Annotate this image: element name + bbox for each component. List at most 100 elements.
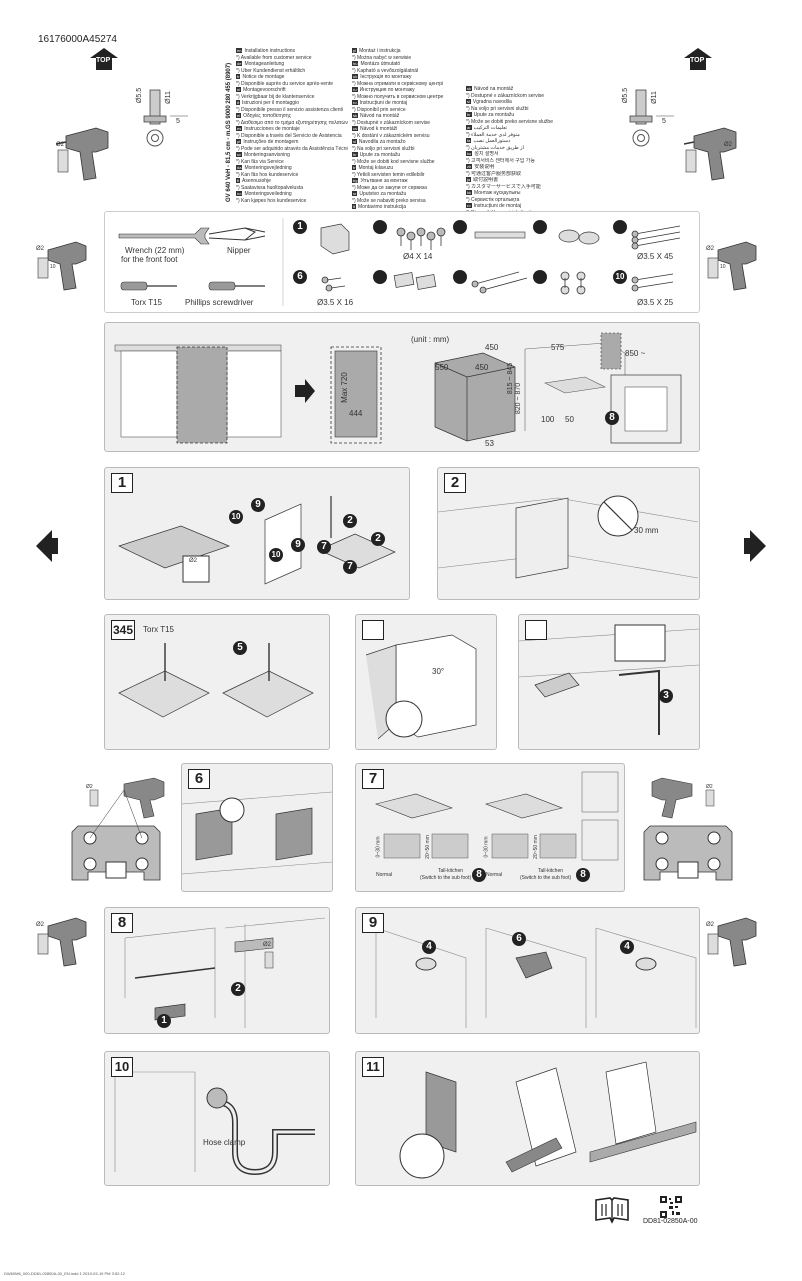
overview-d450a: 450 — [485, 343, 499, 352]
dim-d11-right: Ø11 — [650, 91, 658, 104]
overview-panel: Max 720 444 (unit : mm) 450 575 550 450 … — [104, 322, 700, 452]
language-note-hu: *) Kapható a vevőszolgálatnál — [352, 67, 419, 74]
step1-badge-7b: 7 — [343, 560, 357, 574]
part-badge-blank-g — [533, 270, 547, 284]
tool-wrench-label: Wrench (22 mm) — [125, 246, 185, 255]
step-345-number: 345 — [111, 620, 136, 640]
language-code-badge: bg — [352, 178, 359, 184]
language-code-badge: da — [236, 165, 243, 171]
overview-d450b: 450 — [475, 363, 489, 372]
language-note-ru: *) Можно получить в сервисном центре — [352, 93, 444, 100]
step7-2050-b: 20~50 mm — [532, 835, 539, 859]
language-code-badge: sr — [352, 191, 358, 197]
language-code-badge: es — [236, 126, 243, 132]
step-6-panel: 6 — [181, 763, 333, 892]
language-note-ar: *) متوفر لدى خدمة العملاء — [466, 131, 520, 138]
step-10-panel: 10 Hose clamp — [104, 1051, 330, 1186]
step-8-number: 8 — [111, 913, 133, 933]
language-title-text: 安装说明 — [474, 164, 495, 170]
language-title-text: Montaż i instrukcja — [359, 48, 401, 54]
top-label-right: TOP — [690, 57, 705, 64]
language-code-badge: sl — [352, 139, 357, 145]
language-note-en: *) Available from customer service — [236, 54, 312, 61]
language-note-sk: *) Dostupné v zákazníckom servise — [352, 119, 431, 126]
step-trim-panel: 3 — [518, 614, 700, 750]
overview-max720: Max 720 — [339, 372, 349, 403]
language-note-sr: *) Može se nabaviti preko servisa — [352, 197, 426, 204]
language-title-text: Monteringsvejledning — [244, 165, 292, 171]
overview-h815: 815 ~ 845 — [507, 362, 515, 395]
language-code-badge: hr — [352, 152, 358, 158]
step345-torx: Torx T15 — [143, 625, 174, 634]
language-code-badge: hr — [466, 112, 472, 118]
next-page-arrow[interactable] — [744, 530, 766, 562]
step1-badge-9b: 9 — [291, 538, 305, 552]
language-note-hr: *) Može se dobiti kod servisne službe — [352, 158, 435, 165]
language-title-text: Montagevoorschrift — [243, 87, 286, 93]
step-345-panel: 345 Torx T15 5 — [104, 614, 330, 750]
step7-badge-8a: 8 — [472, 868, 486, 882]
manual-book-icon — [594, 1196, 630, 1224]
language-title-text: 설치 설명서 — [474, 151, 499, 157]
qr-code-icon — [660, 1196, 682, 1218]
step9-badge-6: 6 — [512, 932, 526, 946]
language-title-text: Vgradna navodila — [472, 99, 512, 105]
dim-10-mr: 10 — [720, 264, 726, 270]
language-code-badge: en — [236, 48, 243, 54]
step-trim-badge-3: 3 — [659, 689, 673, 703]
language-title-text: Istruzioni per il montaggio — [242, 100, 299, 106]
language-note-uk: *) Можна отримати в сервісному центрі — [352, 80, 444, 87]
dim-d55-left: Ø5.5 — [136, 87, 144, 104]
language-code-badge: ro — [466, 203, 472, 209]
language-code-badge: sl — [466, 99, 471, 105]
hinge-pin-diagram-left: Ø5.5 Ø11 5 — [130, 80, 190, 150]
language-code-badge: cs — [352, 126, 358, 132]
language-code-badge: sv — [236, 152, 242, 158]
language-title-text: Návod k montáži — [360, 126, 398, 132]
step7-030-b: 0~30 mm — [483, 836, 490, 858]
language-code-badge: sk — [466, 86, 472, 92]
part-badge-blank-a — [373, 220, 387, 234]
language-note-it: *) Disponibile presso il servizio assist… — [236, 106, 343, 113]
language-note-el: *) Διαθέσιμο από το τμήμα εξυπηρέτησης π… — [236, 119, 348, 126]
part-label-316: Ø3.5 X 16 — [317, 298, 354, 307]
step1-badge-10b: 10 — [269, 548, 283, 562]
language-note-fa: *) از طریق خدمات مشتریان — [466, 144, 524, 151]
step-9-number: 9 — [362, 913, 384, 933]
language-code-badge: pt — [236, 139, 242, 145]
language-title-text: Montaj kılavuzu — [358, 165, 394, 171]
step-door-panel: 30° — [355, 614, 497, 750]
previous-page-arrow[interactable] — [36, 530, 58, 562]
language-title-text: Návod na montáž — [360, 113, 400, 119]
step-2-panel: 2 30 mm — [437, 467, 700, 600]
overview-badge-8: 8 — [605, 411, 619, 425]
step2-30mm: 30 mm — [634, 526, 659, 535]
language-title-text: Installation instructions — [244, 48, 296, 54]
step-7-panel: 7 Normal Tall-kitchen (Switch to the sub… — [355, 763, 625, 892]
language-note-es: *) Disponible a través del Servicio de A… — [236, 132, 342, 139]
language-note-ko: *) 고객서비스 센터에서 구입 가능 — [466, 157, 535, 164]
bracket-diagram-right: Ø2 — [632, 776, 744, 898]
tool-wrench-sub-label: for the front foot — [121, 255, 178, 264]
step-10-number: 10 — [111, 1057, 133, 1077]
language-title-text: Інструкція по монтажу — [360, 74, 412, 80]
language-code-badge: tr — [352, 165, 357, 171]
language-code-badge: zh — [466, 164, 473, 170]
language-code-badge: ru — [352, 87, 358, 93]
language-code-badge: hu — [352, 61, 359, 67]
step10-hose-clamp: Hose clamp — [203, 1138, 246, 1147]
language-note-kk: *) Сервистік орталықта — [466, 196, 520, 203]
language-code-badge: de — [236, 61, 243, 67]
dim-d2-ll: Ø2 — [36, 922, 45, 928]
